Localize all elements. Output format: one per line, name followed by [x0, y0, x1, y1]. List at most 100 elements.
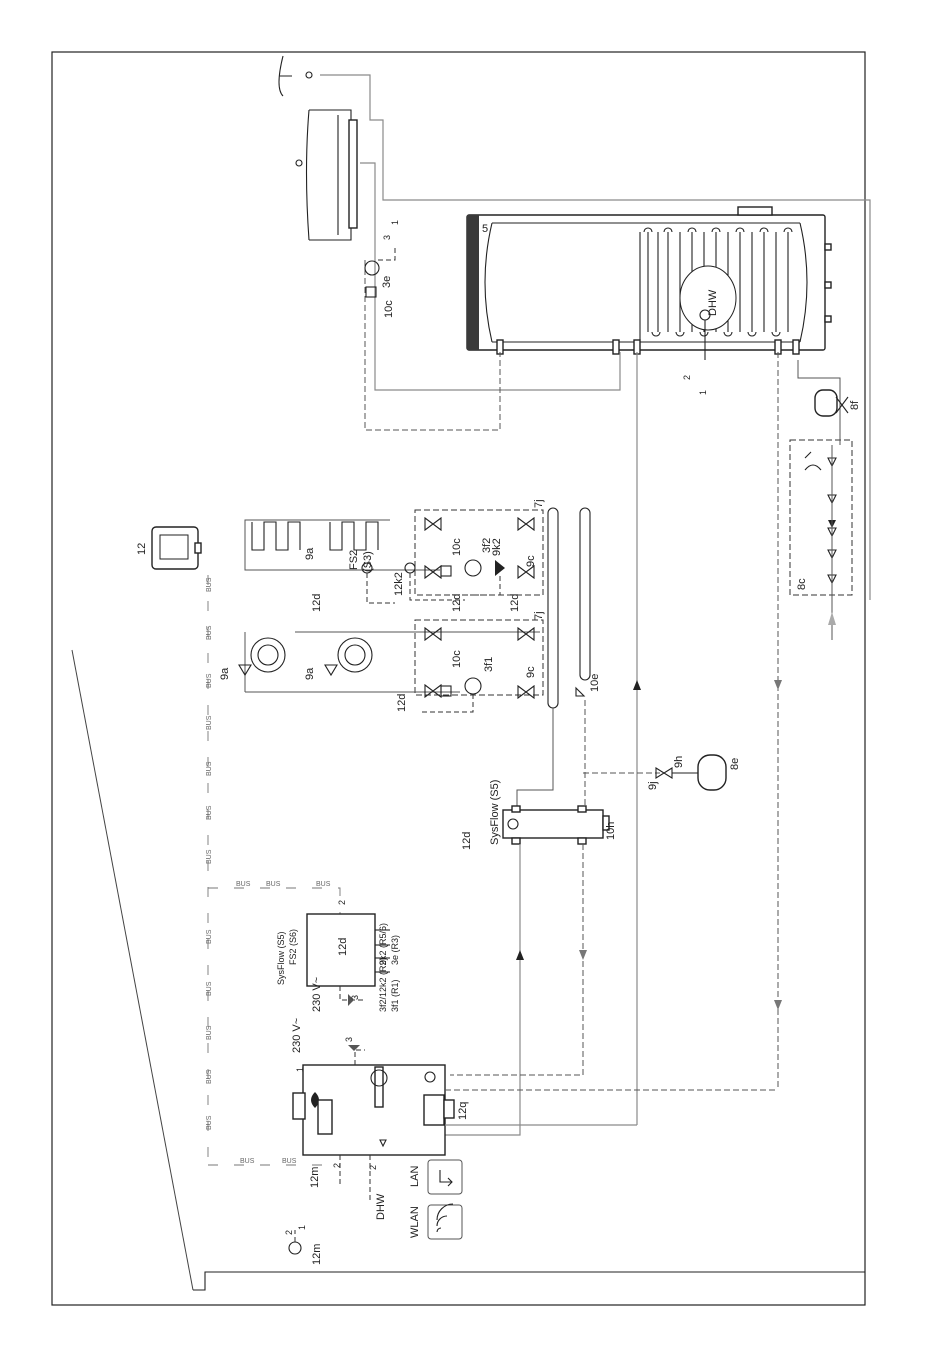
label-12k2: 12k2 — [393, 572, 405, 596]
thermostatic-valve-9a-2[interactable] — [324, 664, 338, 677]
tank-dhw-label: DHW — [707, 289, 719, 316]
label-12m: 12m — [311, 1244, 323, 1265]
valve-8f[interactable] — [835, 396, 849, 414]
svg-text:10c: 10c — [451, 538, 463, 556]
svg-text:BUS: BUS — [206, 1115, 213, 1130]
svg-text:10c: 10c — [451, 650, 463, 668]
boiler-display[interactable] — [292, 1092, 306, 1120]
underfloor-loops — [251, 521, 379, 551]
sheet-border — [51, 51, 866, 1306]
svg-text:SysFlow (S5): SysFlow (S5) — [276, 931, 286, 985]
house-floor-line — [193, 1271, 865, 1291]
svg-text:8f: 8f — [849, 400, 861, 410]
svg-text:230 V~: 230 V~ — [291, 1018, 303, 1053]
module-10c-hc2 — [440, 565, 452, 577]
boiler-pump-12q — [423, 1094, 445, 1126]
mixer-valve-9k2[interactable] — [495, 560, 505, 576]
svg-text:2: 2 — [337, 900, 347, 905]
svg-text:9a: 9a — [219, 667, 231, 680]
label-fs2: FS2 — [348, 550, 360, 570]
svg-text:9a: 9a — [304, 667, 316, 680]
valve-9c-hc2[interactable] — [517, 564, 535, 580]
svg-text:1: 1 — [390, 220, 400, 225]
pump-group-7j-2 — [414, 509, 544, 596]
svg-text:10h: 10h — [605, 822, 617, 840]
control-module-12d: 12d 230 V~ 3 2 3f1 (R1) 3f2/12k2 (R2) 3e… — [276, 900, 400, 1012]
dhw-storage-tank: 5 DHW 2 1 — [466, 206, 832, 395]
svg-text:BUS: BUS — [206, 1069, 213, 1084]
svg-text:2: 2 — [284, 1230, 294, 1235]
svg-text:BUS: BUS — [206, 929, 213, 944]
svg-text:12d: 12d — [461, 832, 473, 850]
heating-circuit-1: 9a 9a 10c 3f1 9c 7j 12d — [219, 611, 545, 713]
tank-sensor-wire-1: 1 — [698, 390, 708, 395]
expansion-vessel-8e: 9h 9j 8e — [583, 754, 741, 791]
pump-3f2[interactable] — [464, 559, 482, 577]
tank-coil — [639, 227, 793, 340]
manifold-flow-rail — [547, 507, 559, 709]
circulation-return-pipe — [360, 162, 621, 391]
svg-text:BUS: BUS — [236, 881, 251, 888]
outdoor-sensor-12m: 2 1 12m — [284, 1225, 323, 1265]
manifold-return-rail — [579, 507, 591, 681]
hot-water-pipe — [320, 74, 871, 600]
svg-text:9c: 9c — [525, 555, 537, 567]
lan-plug-icon — [427, 1159, 463, 1195]
lan-label: LAN — [409, 1166, 421, 1187]
check-valve-10e[interactable] — [575, 686, 586, 697]
svg-text:BUS: BUS — [206, 673, 213, 688]
label-s3: (S3) — [362, 551, 374, 572]
svg-text:BUS: BUS — [206, 715, 213, 730]
isolation-valve[interactable] — [424, 683, 442, 699]
svg-text:FS2 (S6): FS2 (S6) — [288, 929, 298, 965]
svg-text:12d: 12d — [451, 594, 463, 612]
house-roof-line — [71, 649, 194, 1291]
svg-text:3f2/12k2 (R2): 3f2/12k2 (R2) — [378, 957, 388, 1012]
svg-text:3f2: 3f2 — [481, 538, 493, 553]
svg-text:BUS: BUS — [266, 881, 281, 888]
svg-text:2: 2 — [368, 1165, 378, 1170]
module-10c-hc1 — [440, 685, 452, 697]
svg-text:3f1: 3f1 — [483, 657, 495, 672]
svg-text:BUS: BUS — [206, 981, 213, 996]
lan-module[interactable]: LAN — [409, 1159, 463, 1195]
svg-text:3f1 (R1): 3f1 (R1) — [390, 979, 400, 1012]
wlan-label: WLAN — [409, 1206, 421, 1238]
label-3e: 3e — [381, 276, 393, 288]
circulation-control-wire — [364, 260, 501, 431]
svg-text:7j: 7j — [533, 499, 545, 508]
burner-flame-icon — [311, 1092, 319, 1108]
svg-text:BUS: BUS — [206, 1025, 213, 1040]
svg-text:2: 2 — [332, 1163, 342, 1168]
svg-text:3: 3 — [382, 235, 392, 240]
svg-text:1: 1 — [295, 1067, 305, 1072]
hydraulic-separator-10h: SysFlow (S5) 10h 12d — [461, 780, 617, 850]
thermostatic-valve-9a-1[interactable] — [238, 664, 252, 677]
svg-text:10e: 10e — [589, 674, 601, 692]
svg-text:8c: 8c — [796, 578, 808, 590]
svg-text:3: 3 — [350, 995, 360, 1000]
svg-text:BUS: BUS — [206, 625, 213, 640]
svg-text:9k2 (R5/6): 9k2 (R5/6) — [378, 923, 388, 965]
module-10c-top — [365, 286, 377, 298]
boiler-pump — [370, 1069, 388, 1087]
room-controller-12[interactable]: 12 — [136, 526, 202, 570]
flow-sensor-12k2 — [404, 562, 416, 574]
svg-text:BUS: BUS — [316, 881, 331, 888]
radiator-1 — [250, 637, 286, 673]
sensor-sysflow — [507, 818, 519, 830]
svg-text:1: 1 — [297, 1225, 307, 1230]
boiler-3way-valve — [424, 1071, 436, 1083]
svg-text:7j: 7j — [533, 611, 545, 620]
wlan-module[interactable]: WLAN — [409, 1203, 463, 1240]
pump-3f1[interactable] — [464, 677, 482, 695]
svg-text:BUS: BUS — [240, 1158, 255, 1165]
bathtub-shower — [278, 55, 358, 241]
svg-text:12q: 12q — [457, 1102, 469, 1120]
label-12: 12 — [136, 543, 148, 555]
valve-9c-hc1[interactable] — [517, 684, 535, 700]
svg-text:DHW: DHW — [375, 1193, 387, 1220]
tank-number: 5 — [482, 223, 488, 235]
svg-text:BUS: BUS — [206, 761, 213, 776]
